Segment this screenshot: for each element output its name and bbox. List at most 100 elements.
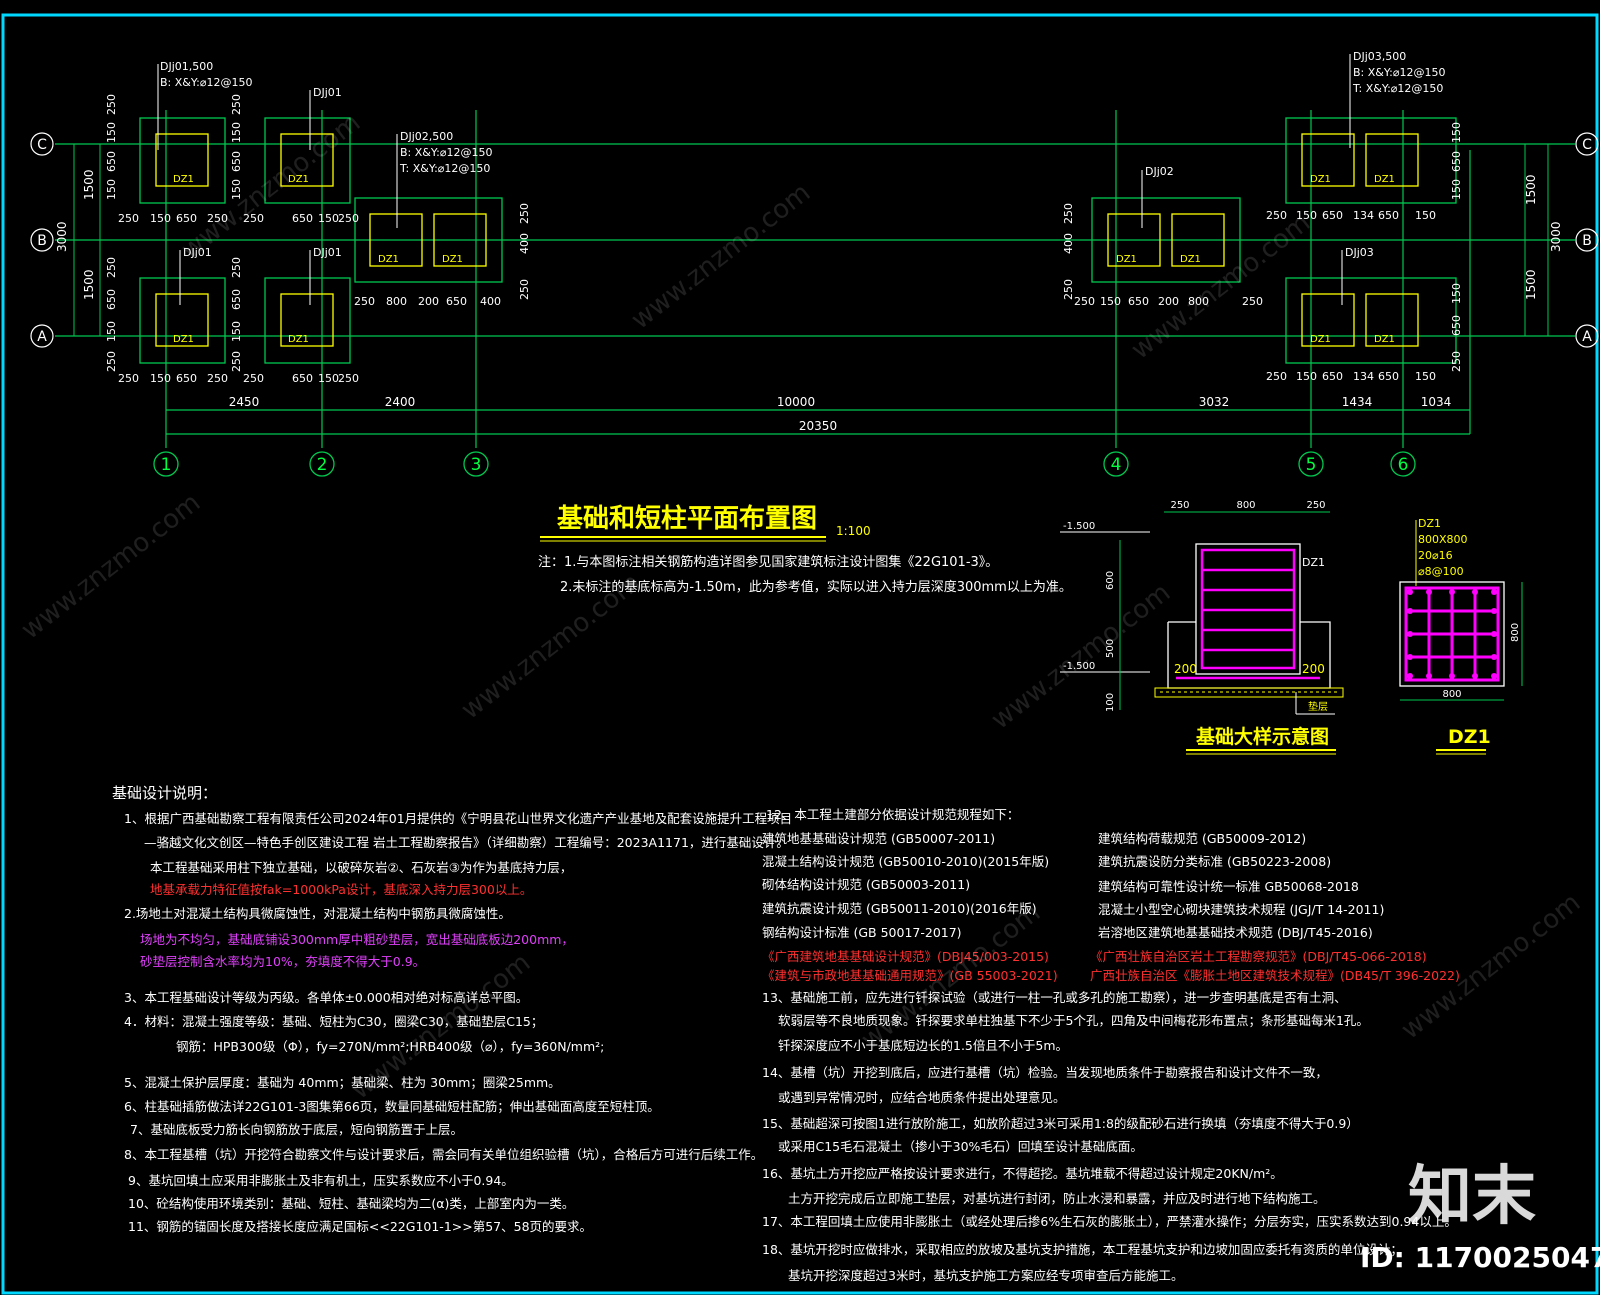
dim-150: 150 — [1296, 209, 1317, 222]
left-dim-3000: 3000 — [55, 221, 69, 252]
callout-djj03-500-t: T: X&Y:⌀12@150 — [1352, 82, 1443, 95]
spec-right-line-17: 土方开挖完成后立即施工垫层，对基坑进行封闭，防止水浸和暴露，并应及时进行地下结构… — [788, 1191, 1326, 1206]
bottom-dims: 2450 2400 10000 3032 1434 1034 20350 — [229, 395, 1452, 433]
dim-650: 650 — [176, 212, 197, 225]
bottom-dim-1034: 1034 — [1421, 395, 1452, 409]
spec-right-line-10: 软弱层等不良地质现象。钎探要求单柱独基下不少于5个孔，四角及中间梅花形布置点；条… — [778, 1013, 1369, 1028]
vdim-250: 250 — [105, 94, 118, 115]
vdim-650: 650 — [1450, 315, 1463, 336]
spec-right-line-7: 《广西建筑地基基础设计规范》(DBJ45/003-2015) — [762, 949, 1049, 964]
dim-150: 150 — [1415, 370, 1436, 383]
spec-right-line-11: 钎探深度应不小于基底短边长的1.5倍且不小于5m。 — [778, 1038, 1068, 1053]
axis-label-6: 6 — [1398, 455, 1409, 475]
spec-right-line-9: 13、基础施工前，应先进行钎探试验（或进行一柱一孔或多孔的施工勘察），进一步查明… — [762, 990, 1347, 1005]
plan-scale: 1:100 — [836, 524, 871, 538]
dim-250: 250 — [207, 212, 228, 225]
axis-label-3: 3 — [471, 455, 482, 475]
dim-250: 250 — [243, 372, 264, 385]
dim-250: 250 — [207, 372, 228, 385]
column-tag: DZ1 — [173, 334, 194, 345]
dim-134: 134 — [1353, 370, 1374, 383]
side-dim-lines — [73, 144, 1549, 336]
spec-right-line-2: 建筑地基基础设计规范 (GB50007-2011) — [762, 831, 995, 846]
callout-djj03: DJj03 — [1345, 246, 1374, 259]
dim-650: 650 — [1322, 209, 1343, 222]
detail-top-dim-250: 250 — [1170, 500, 1189, 511]
vdim-650: 650 — [1450, 151, 1463, 172]
vdim-150: 150 — [1450, 179, 1463, 200]
spec-right-line-3: 混凝土结构设计规范 (GB50010-2010)(2015年版) — [762, 854, 1049, 869]
detail-left-dim-600: 600 — [1105, 571, 1116, 590]
watermark-site: www.znzmo.com — [16, 488, 206, 646]
bottom-dim-total: 20350 — [799, 419, 837, 433]
dim-650: 650 — [446, 295, 467, 308]
footing-callouts: DJj01,500 B: X&Y:⌀12@150 DJj01 DJj01 DJj… — [160, 50, 1445, 259]
dim-250: 250 — [338, 212, 359, 225]
axis-label-b-right: B — [1582, 233, 1592, 249]
bottom-dim-2450: 2450 — [229, 395, 260, 409]
spec-left-line-14: 8、本工程基槽（坑）开挖符合勘察文件与设计要求后，需会同有关单位组织验槽（坑），… — [124, 1147, 763, 1162]
callout-djj01-500: DJj01,500 — [160, 60, 213, 73]
spec-right2-line-4: 混凝土小型空心砌块建筑技术规程 (JGJ/T 14-2011) — [1098, 902, 1384, 917]
spec-left-line-7: 砂垫层控制含水率均为10%，夯填度不得大于0.9。 — [140, 954, 425, 969]
spec-heading: 基础设计说明： — [112, 784, 217, 802]
spec-left-line-8: 3、本工程基础设计等级为丙级。各单体±0.000相对绝对标高详总平图。 — [124, 990, 528, 1005]
detail-elevation-top: -1.500 — [1063, 521, 1095, 532]
dim-800: 800 — [1188, 295, 1209, 308]
spec-right-line-13: 或遇到异常情况时，应结合地质条件提出处理意见。 — [778, 1090, 1066, 1105]
dim-250: 250 — [354, 295, 375, 308]
callout-djj01: DJj01 — [183, 246, 212, 259]
column-tag: DZ1 — [1374, 174, 1395, 185]
right-dim-3000: 3000 — [1549, 221, 1563, 252]
dim-150: 150 — [1415, 209, 1436, 222]
spec-right-line-15: 或采用C15毛石混凝土（掺小于30%毛石）回填至设计基础底面。 — [778, 1139, 1143, 1154]
left-dim-1500-bottom: 1500 — [82, 269, 96, 300]
detail-elevation-bottom: -1.500 — [1063, 661, 1095, 672]
spec-right2-line-7: 广西壮族自治区《膨胀土地区建筑技术规程》(DB45/T 396-2022) — [1090, 968, 1460, 983]
dim-250: 250 — [1266, 370, 1287, 383]
vdim-250: 250 — [1062, 279, 1075, 300]
vdim-400: 400 — [1062, 233, 1075, 254]
watermark-site: www.znzmo.com — [1126, 208, 1316, 366]
dim-150: 150 — [1100, 295, 1121, 308]
dim-650: 650 — [1128, 295, 1149, 308]
dz1-title: DZ1 — [1448, 726, 1491, 748]
footing-outlines — [139, 117, 1457, 364]
vdim-150: 150 — [105, 321, 118, 342]
dim-150: 150 — [318, 372, 339, 385]
spec-left-line-15: 9、基坑回填土应采用非膨胀土及非有机土，压实系数应不小于0.94。 — [128, 1173, 514, 1188]
callout-djj02: DJj02 — [1145, 165, 1174, 178]
spec-left-line-4: 地基承载力特征值按fak=1000kPa设计，基底深入持力层300以上。 — [150, 882, 532, 897]
dim-150: 150 — [1296, 370, 1317, 383]
foundation-plan: C B A C B A 1 2 3 4 5 6 — [30, 50, 1599, 477]
callout-djj02-500: DJj02,500 — [400, 130, 453, 143]
column-axis-bubbles — [153, 451, 1416, 477]
dim-250: 250 — [1074, 295, 1095, 308]
dim-250: 250 — [118, 212, 139, 225]
dim-150: 150 — [150, 372, 171, 385]
dim-650: 650 — [176, 372, 197, 385]
dim-650: 650 — [292, 372, 313, 385]
dim-250: 250 — [338, 372, 359, 385]
vdim-650: 650 — [105, 289, 118, 310]
axis-label-1: 1 — [161, 455, 172, 475]
vdim-250: 250 — [230, 94, 243, 115]
column-tag: DZ1 — [442, 254, 463, 265]
column-tag: DZ1 — [173, 174, 194, 185]
vdim-650: 650 — [230, 151, 243, 172]
dz1-line-2: 800X800 — [1418, 533, 1468, 546]
vdim-250: 250 — [1450, 351, 1463, 372]
axis-label-c-right: C — [1582, 137, 1592, 153]
spec-left-line-17: 11、钢筋的锚固长度及搭接长度应满足国标<<22G101-1>>第57、58页的… — [128, 1219, 592, 1234]
side-dims: 1500 1500 3000 1500 1500 3000 — [55, 169, 1563, 300]
plan-title-block: 基础和短柱平面布置图 1:100 注：1.与本图标注相关钢筋构造详图参见国家建筑… — [538, 504, 1072, 595]
detail-title: 基础大样示意图 — [1195, 725, 1329, 748]
foundation-detail: 250 800 250 200 200 DZ1 -1.500 -1.500 — [1060, 500, 1344, 755]
spec-left-line-13: 7、基础底板受力筋长向钢筋放于底层，短向钢筋置于上层。 — [130, 1122, 463, 1137]
axis-label-4: 4 — [1111, 455, 1122, 475]
right-dim-1500-bottom: 1500 — [1524, 269, 1538, 300]
vdim-650: 650 — [230, 289, 243, 310]
spec-right-line-4: 砌体结构设计规范 (GB50003-2011) — [762, 877, 970, 892]
dim-650: 650 — [1378, 209, 1399, 222]
axis-label-a-left: A — [37, 329, 47, 345]
